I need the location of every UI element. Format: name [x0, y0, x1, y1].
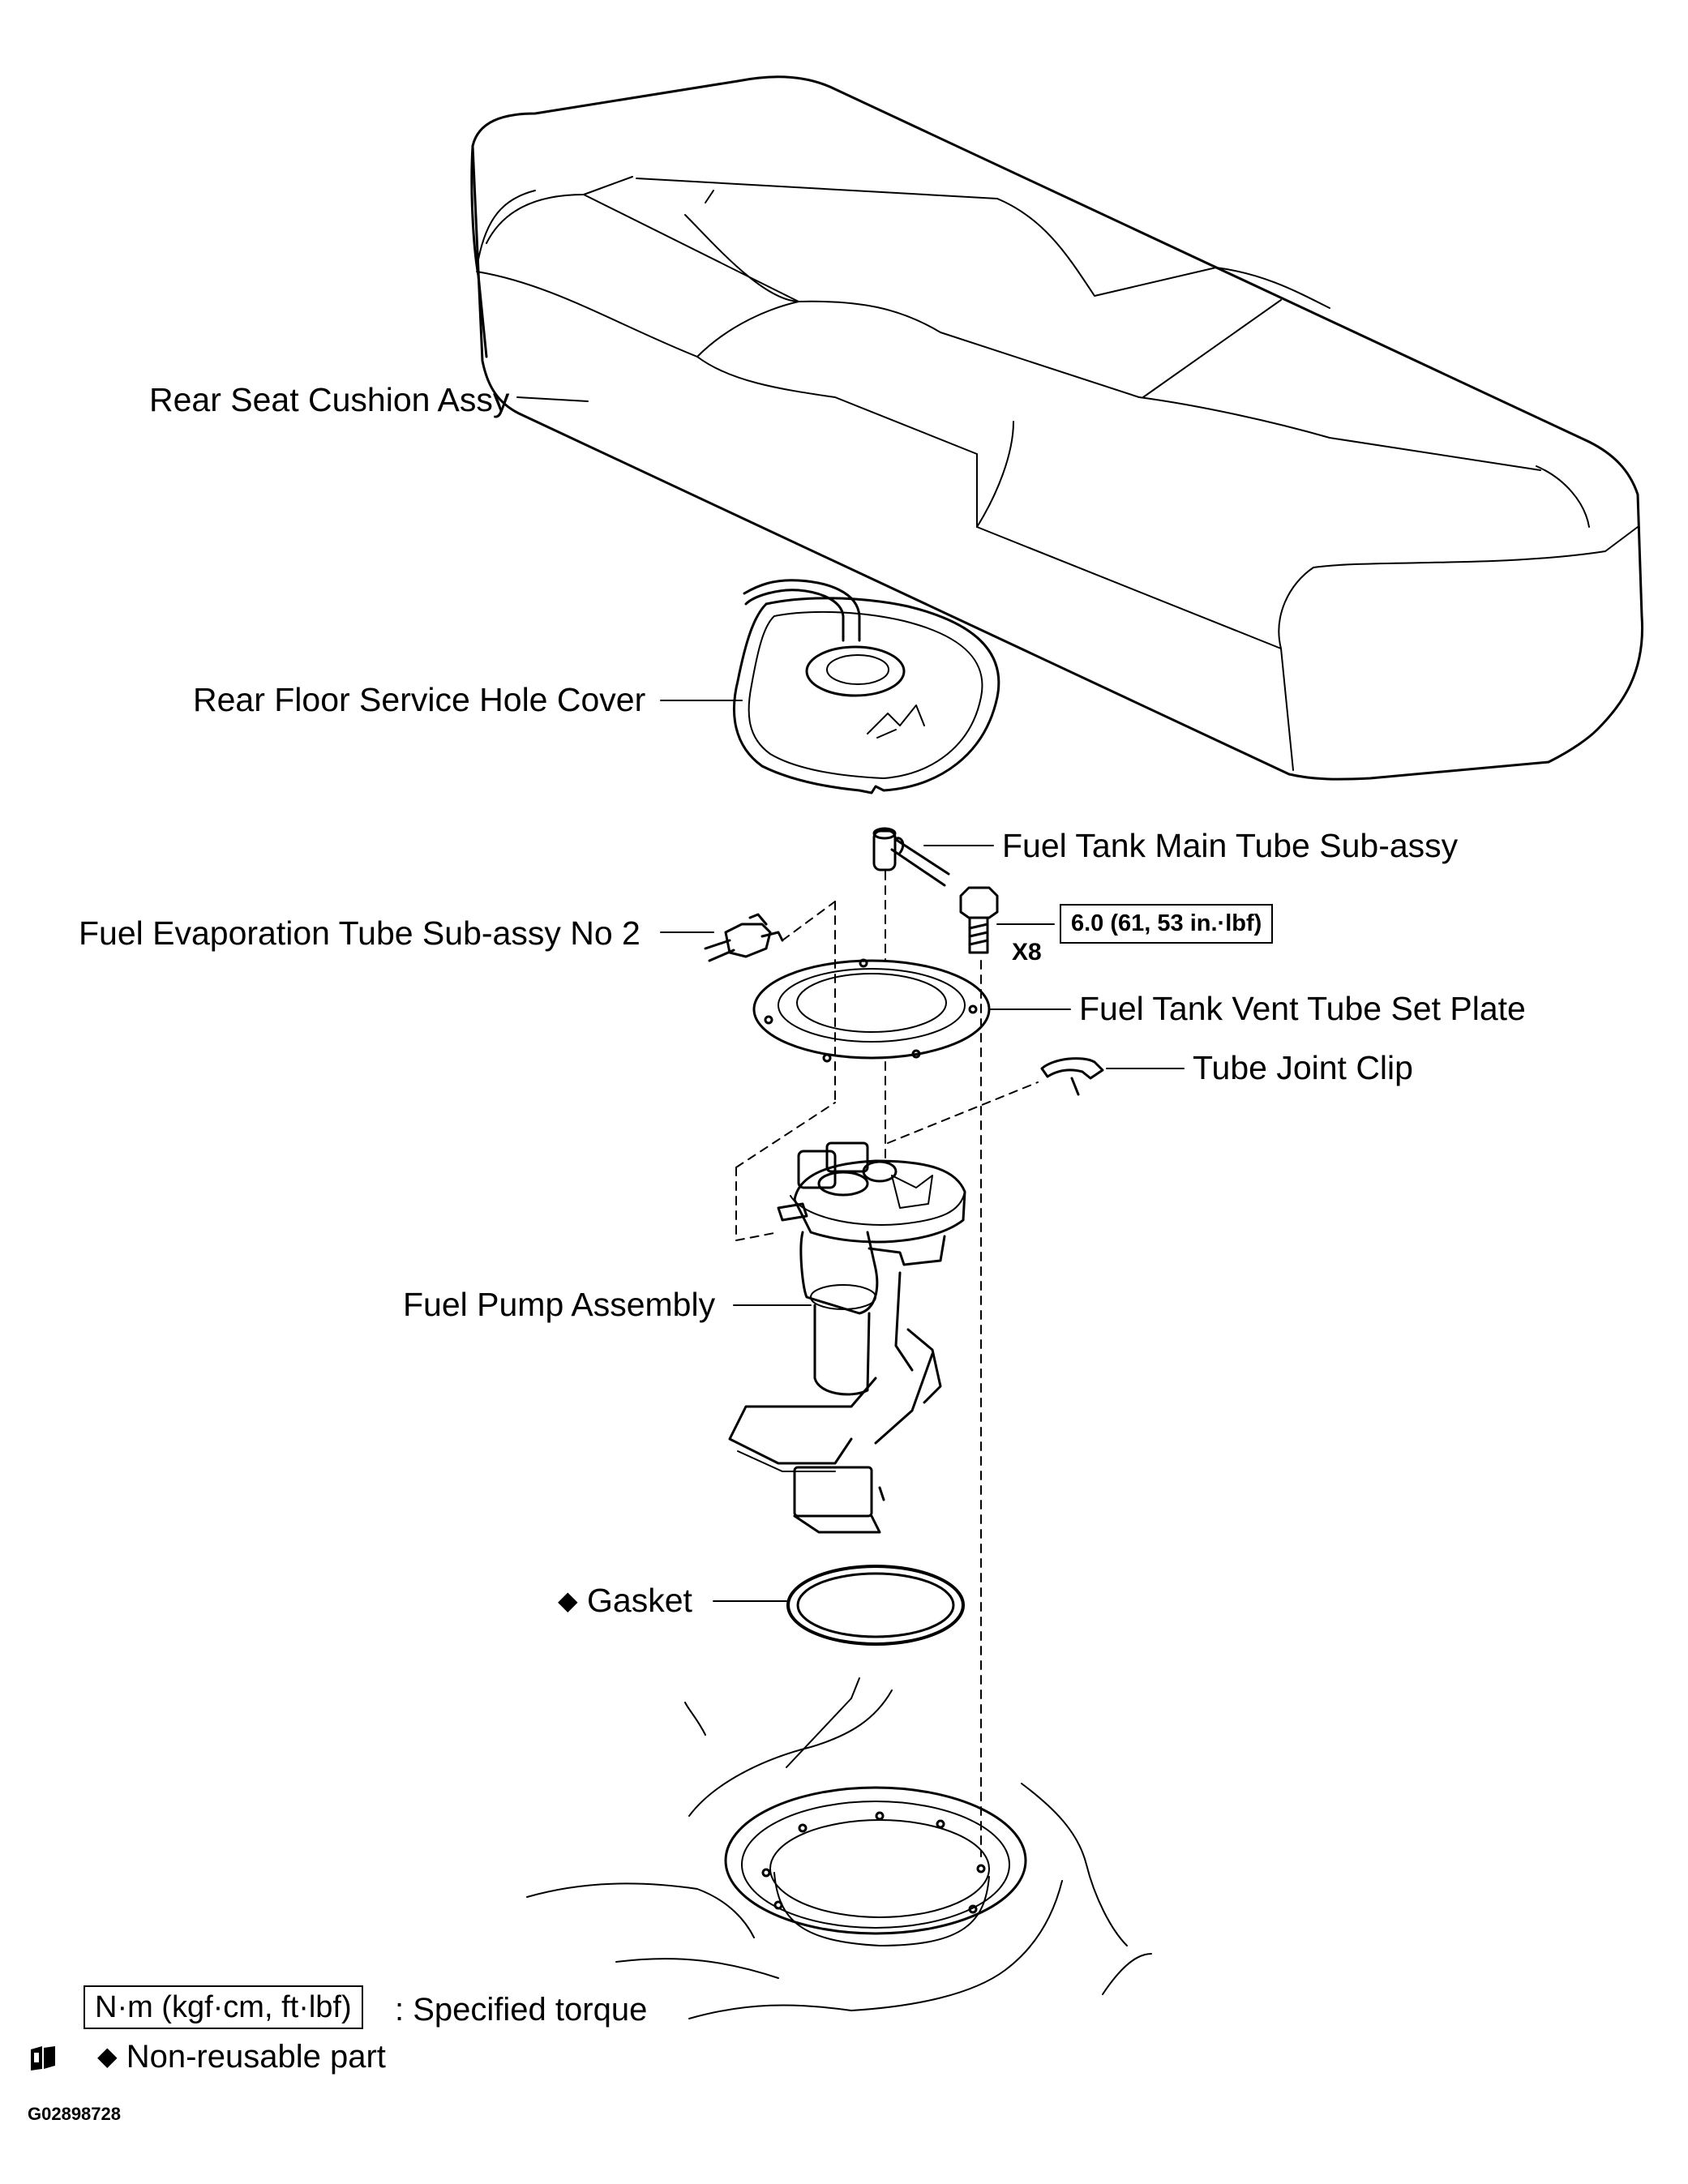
torque-spec-box: 6.0 (61, 53 in.·lbf) — [1060, 904, 1274, 944]
tube-joint-clip — [1040, 1057, 1104, 1096]
fuel-evaporation-tube — [704, 913, 784, 962]
label-vent-tube-set-plate: Fuel Tank Vent Tube Set Plate — [1079, 990, 1526, 1027]
legend-torque-unit: N·m (kgf·cm, ft·lbf) — [84, 1985, 363, 2029]
legend-non-reusable: ◆ Non-reusable part — [97, 2041, 386, 2073]
label-fuel-tank-main-tube: Fuel Tank Main Tube Sub-assy — [1002, 827, 1459, 864]
label-fuel-pump-assembly: Fuel Pump Assembly — [403, 1286, 716, 1323]
figure-code: G02898728 — [28, 2104, 121, 2124]
bolt-quantity: X8 — [1012, 939, 1042, 966]
leader-lines — [516, 396, 1185, 1602]
bolt — [959, 886, 999, 954]
rear-seat-cushion — [470, 75, 1644, 781]
book-reference-icon — [31, 2046, 55, 2071]
diamond-icon: ◆ — [558, 1585, 578, 1616]
label-rear-floor-service-hole-cover: Rear Floor Service Hole Cover — [193, 681, 646, 718]
rear-floor-service-hole-cover — [733, 579, 1000, 794]
label-rear-seat-cushion: Rear Seat Cushion Assy — [149, 381, 510, 418]
gasket-part — [786, 1565, 965, 1646]
label-gasket: ◆ Gasket — [558, 1584, 692, 1617]
legend-non-reusable-text: Non-reusable part — [126, 2039, 386, 2075]
assembly-guide-lines — [735, 871, 1039, 1857]
fuel-tank-main-tube — [872, 827, 950, 887]
diamond-icon: ◆ — [97, 2041, 118, 2071]
fuel-pump-assembly — [728, 1141, 966, 1534]
fuel-tank-opening — [526, 1677, 1152, 2019]
gasket-label-text: Gasket — [587, 1582, 692, 1619]
legend-torque-desc: : Specified torque — [395, 1992, 648, 2028]
label-fuel-evaporation-tube: Fuel Evaporation Tube Sub-assy No 2 — [79, 914, 640, 952]
vent-tube-set-plate — [752, 958, 991, 1063]
label-tube-joint-clip: Tube Joint Clip — [1193, 1049, 1413, 1086]
